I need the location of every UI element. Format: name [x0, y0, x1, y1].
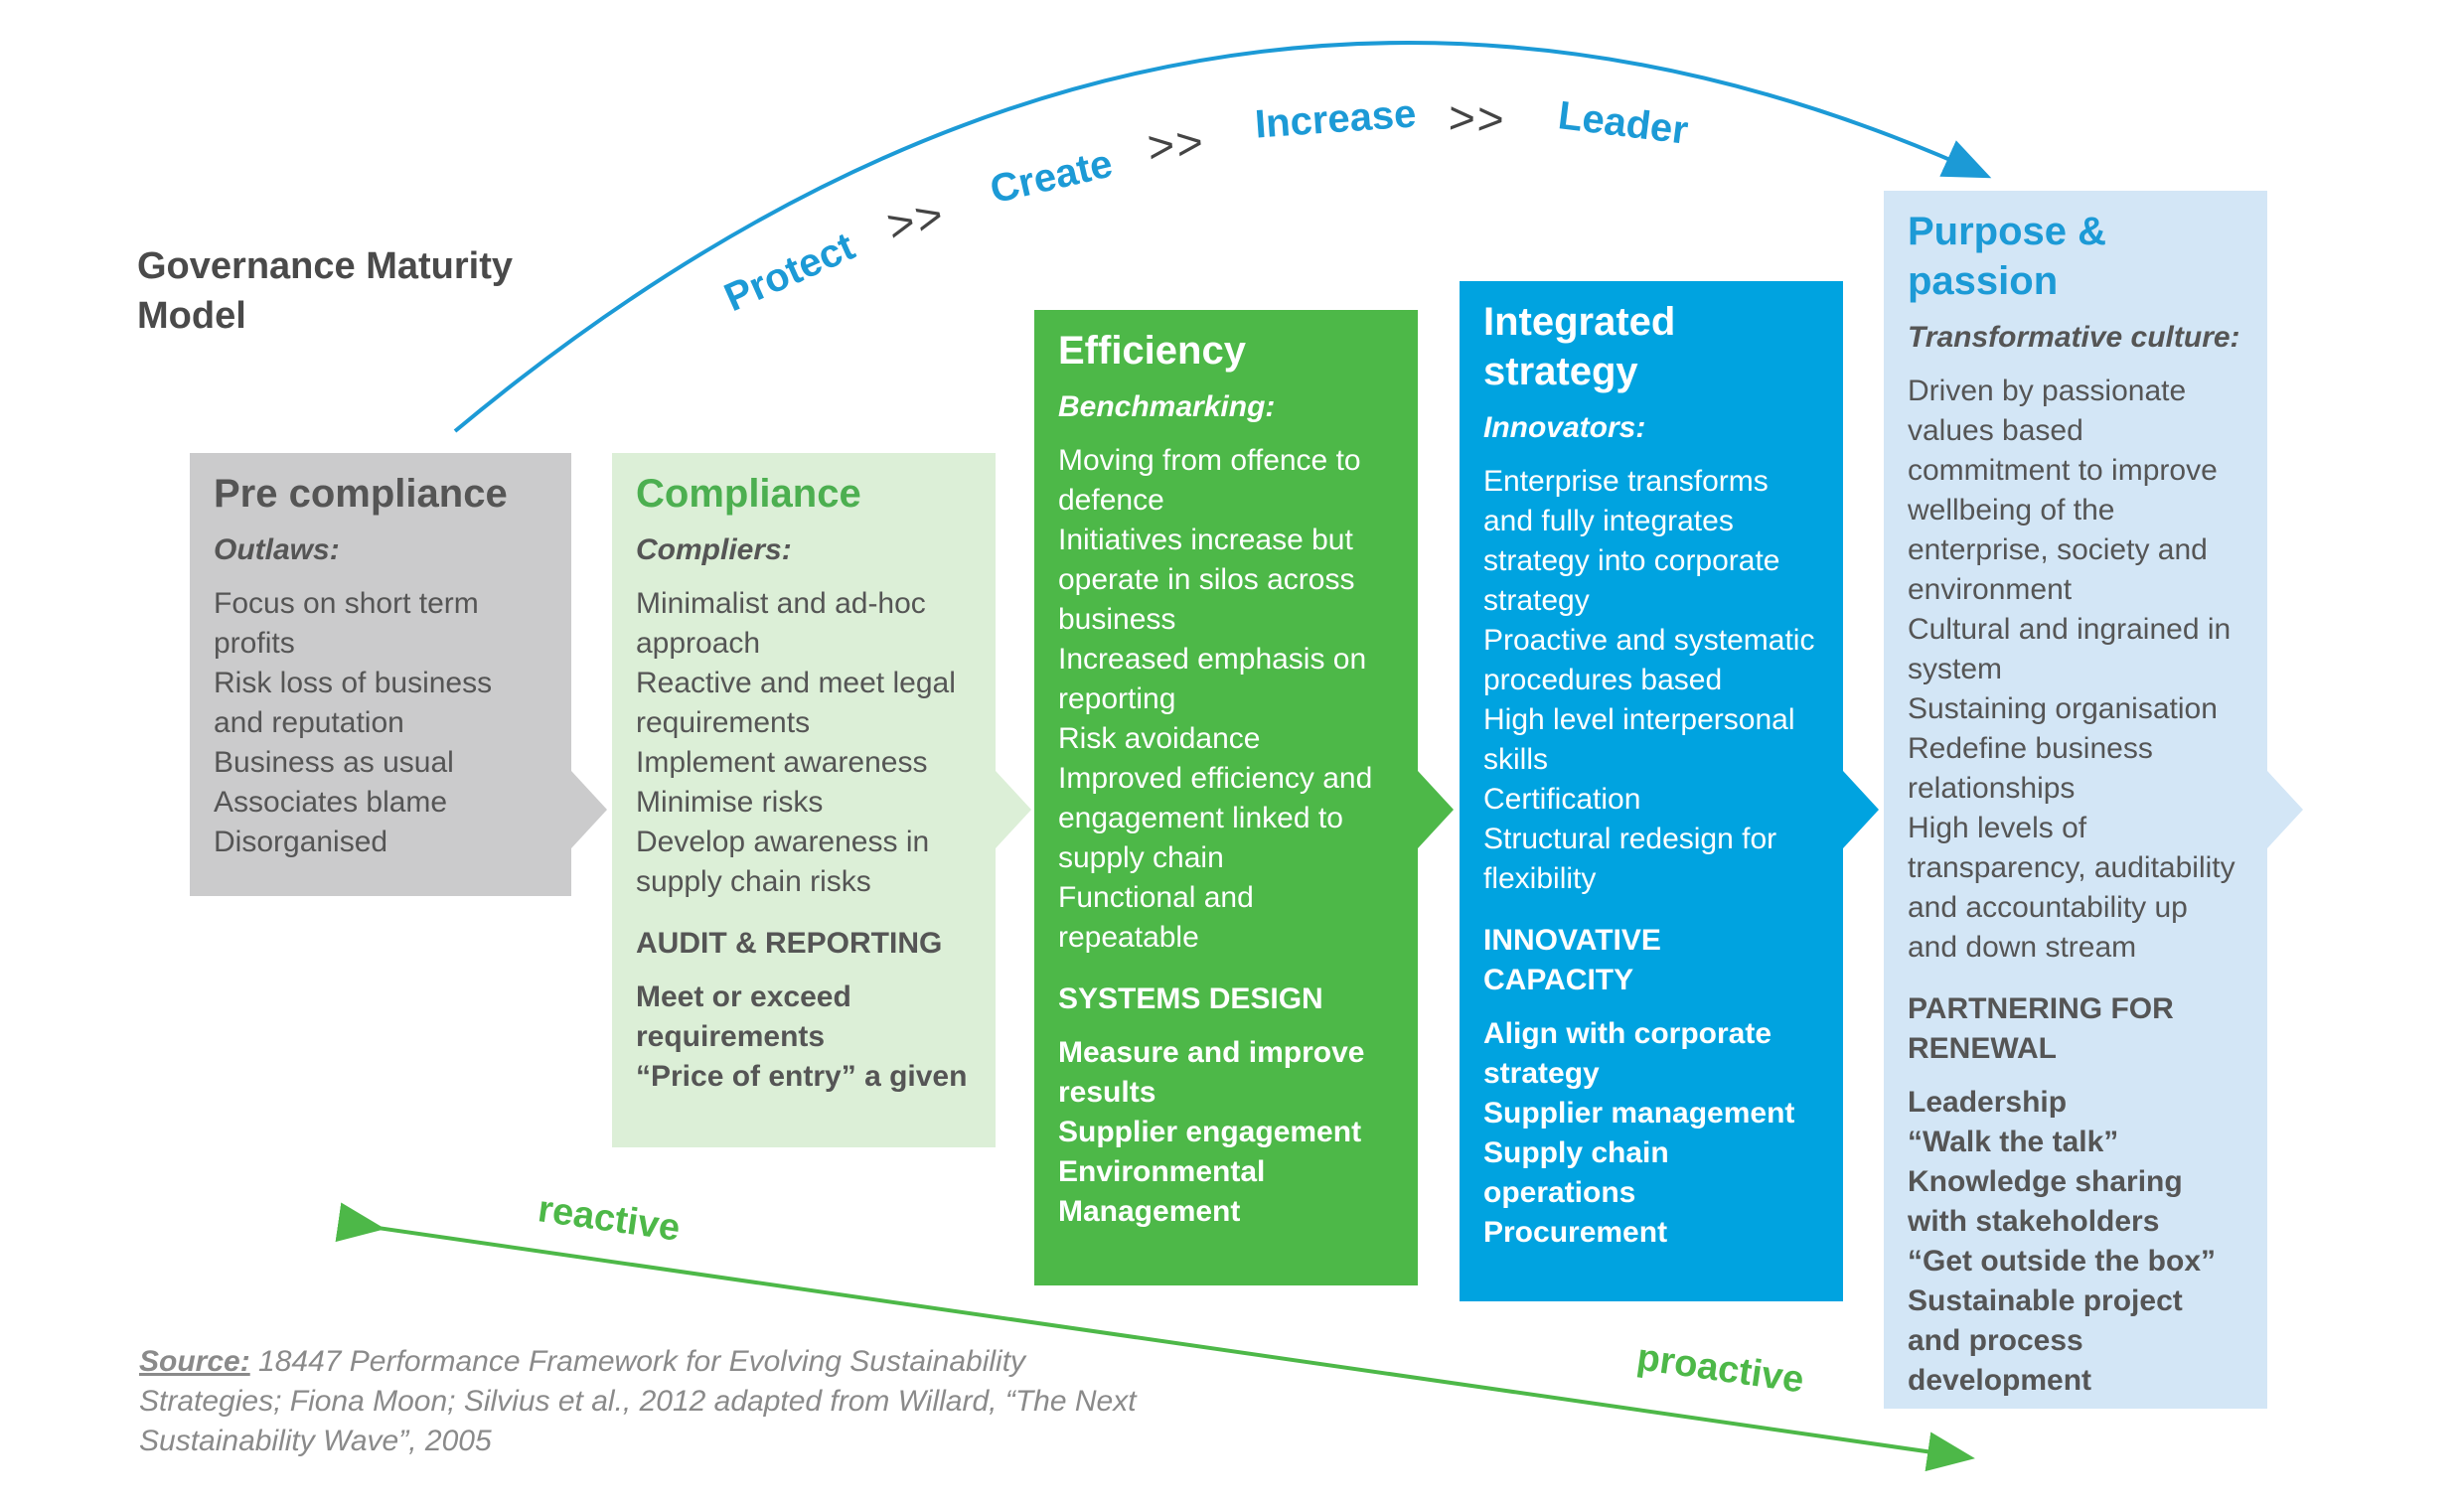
arc-separator-3: >> — [1448, 91, 1507, 145]
stage-compliance-item: Minimise risks — [636, 786, 824, 819]
stage-compliance-capability: AUDIT & REPORTING — [636, 927, 943, 960]
stage-integrated-capability-item: Supply chain operations — [1483, 1136, 1669, 1209]
stage-integrated-item: Structural redesign for flexibility — [1483, 823, 1777, 895]
source-label: Source: — [139, 1345, 250, 1378]
stage-efficiency-item: Functional and repeatable — [1058, 881, 1254, 954]
stage-pre-compliance-item: Disorganised — [214, 826, 388, 858]
pre-compliance-chevron — [571, 771, 607, 848]
stage-purpose-capability-item: “Get outside the box” — [1908, 1245, 2217, 1278]
stage-pre-compliance-item: Associates blame — [214, 786, 448, 819]
purpose-chevron — [2267, 771, 2303, 848]
stage-compliance: Compliance Compliers: Minimalist and ad-… — [612, 453, 996, 1147]
stage-compliance-subtitle: Compliers: — [636, 533, 792, 566]
stage-purpose-item: High levels of transparency, auditabilit… — [1908, 812, 2235, 964]
stage-pre-compliance-subtitle: Outlaws: — [214, 533, 340, 566]
stage-purpose-item: Cultural and ingrained in system — [1908, 613, 2232, 685]
stage-purpose-item: Driven by passionate values based commit… — [1908, 375, 2218, 606]
stage-purpose-subtitle: Transformative culture: — [1908, 321, 2240, 354]
stage-efficiency-capability-item: Environmental Management — [1058, 1155, 1266, 1228]
stage-integrated-item: Proactive and systematic procedures base… — [1483, 624, 1815, 696]
stage-efficiency-subtitle: Benchmarking: — [1058, 390, 1276, 423]
stage-efficiency-capability-item: Supplier engagement — [1058, 1116, 1362, 1148]
stage-pre-compliance-title: Pre compliance — [214, 472, 508, 516]
arc-separator-2: >> — [1145, 115, 1208, 173]
stage-integrated-item: Certification — [1483, 783, 1641, 816]
stage-compliance-title: Compliance — [636, 472, 861, 516]
maturity-arc-arrow — [453, 41, 1992, 433]
stage-compliance-item: Implement awareness — [636, 746, 928, 779]
stage-compliance-capability-item: “Price of entry” a given — [636, 1060, 968, 1093]
reactive-proactive-axis — [335, 1202, 1975, 1472]
stage-pre-compliance: Pre compliance Outlaws: Focus on short t… — [190, 453, 571, 896]
stage-integrated-item: High level interpersonal skills — [1483, 703, 1795, 776]
stage-efficiency-capability-item: Measure and improve results — [1058, 1036, 1365, 1109]
integrated-chevron — [1843, 771, 1879, 848]
stage-integrated-capability-item: Align with corporate strategy — [1483, 1017, 1772, 1090]
stage-efficiency-title: Efficiency — [1058, 329, 1246, 373]
stage-purpose-title: Purpose & passion — [1908, 210, 2107, 303]
stage-efficiency-item: Increased emphasis on reporting — [1058, 643, 1367, 715]
stage-efficiency-item: Moving from offence to defence — [1058, 444, 1361, 517]
stage-efficiency-item: Risk avoidance — [1058, 722, 1261, 755]
stage-purpose-capability-item: Knowledge sharing with stakeholders — [1908, 1165, 2183, 1238]
stage-integrated-capability: INNOVATIVE CAPACITY — [1483, 924, 1661, 996]
stage-efficiency-capability: SYSTEMS DESIGN — [1058, 982, 1323, 1015]
stage-compliance-item: Develop awareness in supply chain risks — [636, 826, 930, 898]
compliance-chevron — [996, 771, 1031, 848]
stage-pre-compliance-item: Risk loss of business and reputation — [214, 667, 493, 739]
stage-purpose-capability-item: Leadership — [1908, 1086, 2068, 1119]
stage-pre-compliance-item: Focus on short term profits — [214, 587, 479, 660]
stage-efficiency-item: Initiatives increase but operate in silo… — [1058, 524, 1355, 636]
stage-integrated-capability-item: Supplier management — [1483, 1097, 1795, 1130]
stage-purpose-item: Sustaining organisation — [1908, 692, 2218, 725]
stage-purpose-capability: PARTNERING FOR RENEWAL — [1908, 992, 2174, 1065]
source-text: 18447 Performance Framework for Evolving… — [139, 1345, 1137, 1457]
efficiency-chevron — [1418, 771, 1454, 848]
stage-compliance-capability-item: Meet or exceed requirements — [636, 980, 851, 1053]
stage-compliance-item: Minimalist and ad-hoc approach — [636, 587, 926, 660]
stage-purpose-item: Redefine business relationships — [1908, 732, 2153, 805]
diagram-title: Governance Maturity Model — [137, 245, 513, 337]
stage-integrated-subtitle: Innovators: — [1483, 411, 1646, 444]
stage-integrated-title: Integrated strategy — [1483, 300, 1676, 393]
stage-integrated-strategy: Integrated strategy Innovators: Enterpri… — [1460, 281, 1843, 1301]
stage-integrated-capability-item: Procurement — [1483, 1216, 1668, 1249]
stage-efficiency: Efficiency Benchmarking: Moving from off… — [1034, 310, 1418, 1285]
source-citation: Source: 18447 Performance Framework for … — [139, 1342, 1172, 1461]
stage-integrated-item: Enterprise transforms and fully integrat… — [1483, 465, 1780, 617]
stage-purpose-capability-item: “Walk the talk” — [1908, 1126, 2119, 1158]
stage-compliance-item: Reactive and meet legal requirements — [636, 667, 956, 739]
stage-purpose-capability-item: Sustainable project and process developm… — [1908, 1284, 2183, 1397]
stage-pre-compliance-item: Business as usual — [214, 746, 454, 779]
stage-purpose-passion: Purpose & passion Transformative culture… — [1884, 191, 2267, 1409]
stage-efficiency-item: Improved efficiency and engagement linke… — [1058, 762, 1373, 874]
